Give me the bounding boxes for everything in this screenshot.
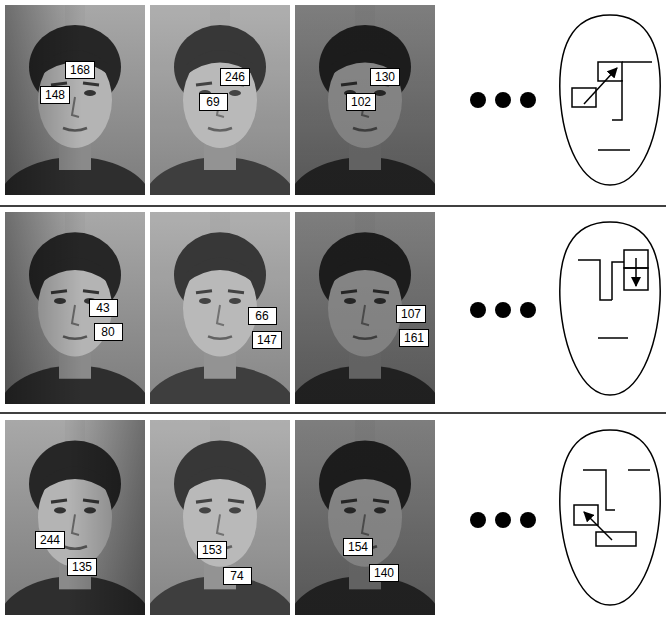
pixel-value: 102	[351, 95, 371, 109]
ellipsis-dot	[470, 512, 486, 528]
ellipsis-dot	[470, 92, 486, 108]
mouth-line	[598, 149, 630, 151]
ellipsis-dot	[520, 302, 536, 318]
row-separator	[0, 205, 666, 207]
pixel-value: 148	[45, 88, 65, 102]
pixel-value: 168	[70, 63, 90, 77]
face-photo	[287, 420, 443, 619]
face-outline	[560, 222, 660, 395]
eyebrow-line	[612, 262, 624, 300]
pixel-value: 69	[204, 95, 223, 109]
feature-rect	[596, 532, 636, 546]
photo-shading	[150, 212, 290, 404]
eyebrow-line	[628, 469, 650, 471]
pixel-value: 140	[374, 566, 394, 580]
pixel-value: 147	[257, 333, 277, 347]
pixel-value: 130	[375, 70, 395, 84]
value-box: 80	[94, 323, 123, 341]
nose-line	[612, 80, 622, 120]
mouth-line	[598, 337, 628, 339]
feature-rect	[572, 88, 596, 107]
ellipsis-dot	[495, 92, 511, 108]
photo-shading	[5, 5, 145, 195]
value-box: 130	[370, 68, 400, 86]
arrow	[584, 512, 612, 540]
value-box: 244	[35, 531, 65, 549]
value-box: 161	[399, 329, 429, 347]
pixel-value: 66	[253, 309, 272, 323]
ellipsis-dots	[470, 92, 536, 528]
pixel-value: 135	[72, 560, 92, 574]
face-outline	[560, 15, 660, 185]
pixel-value: 246	[225, 70, 245, 84]
eyebrow-nose-line	[583, 470, 615, 510]
pixel-value: 80	[99, 325, 118, 339]
schematic-face	[560, 15, 660, 185]
value-box: 107	[396, 305, 426, 323]
value-box: 154	[343, 538, 373, 556]
value-box: 153	[197, 541, 227, 559]
schematic-face	[560, 430, 660, 605]
pixel-value: 154	[348, 540, 368, 554]
ellipsis-dot	[495, 302, 511, 318]
value-box: 140	[369, 564, 399, 582]
pixel-value: 244	[40, 533, 60, 547]
photo-shading	[295, 5, 435, 195]
photo-shading	[150, 5, 290, 195]
eyebrow-nose-line	[578, 260, 612, 300]
value-box: 246	[220, 68, 250, 86]
value-box: 66	[248, 307, 277, 325]
pixel-value: 43	[94, 301, 113, 315]
photo-shading	[295, 212, 435, 404]
face-photo-row	[0, 420, 443, 619]
pixel-value: 153	[202, 543, 222, 557]
pixel-value: 107	[401, 307, 421, 321]
ellipsis-dot	[520, 92, 536, 108]
photo-shading	[150, 420, 290, 615]
ellipsis-dot	[495, 512, 511, 528]
schematic-face	[560, 222, 660, 395]
pixel-value: 161	[404, 331, 424, 345]
value-box: 168	[65, 61, 95, 79]
photo-shading	[5, 212, 145, 404]
arrow	[584, 68, 617, 104]
arrow	[635, 258, 637, 286]
value-box: 102	[346, 93, 376, 111]
face-photo	[0, 420, 153, 619]
value-box: 147	[252, 331, 282, 349]
ellipsis-dot	[470, 302, 486, 318]
eyebrow-line	[622, 61, 652, 63]
ellipsis-dot	[520, 512, 536, 528]
value-box: 43	[89, 299, 118, 317]
feature-rect	[598, 62, 622, 81]
face-photo	[142, 420, 298, 619]
row-separator	[0, 412, 666, 414]
photo-shading	[295, 420, 435, 615]
value-box: 148	[40, 86, 70, 104]
photo-shading	[5, 420, 145, 615]
value-box: 135	[67, 558, 97, 576]
pixel-value: 74	[228, 569, 247, 583]
value-box: 69	[199, 93, 228, 111]
face-outline	[560, 430, 660, 605]
value-box: 74	[223, 567, 252, 585]
